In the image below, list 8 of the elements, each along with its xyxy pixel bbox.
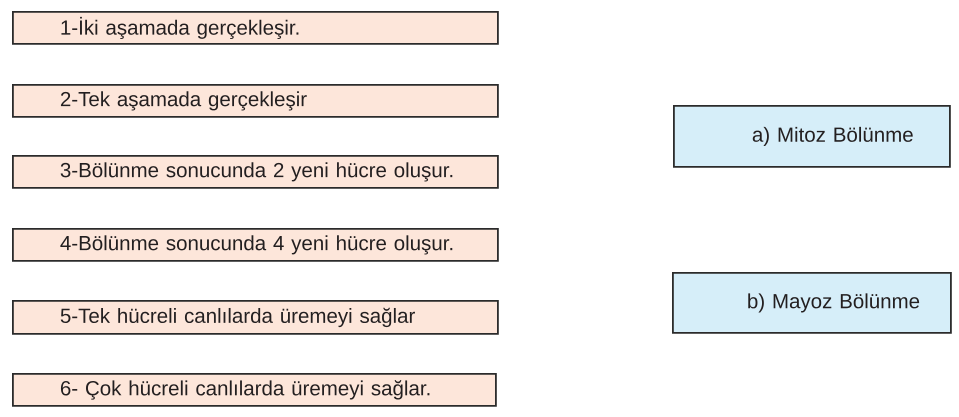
statement-box: 2-Tek aşamada gerçekleşir bbox=[12, 84, 499, 118]
statement-box: 1-İki aşamada gerçekleşir. bbox=[12, 11, 499, 45]
option-box: b) Mayoz Bölünme bbox=[672, 272, 952, 334]
statement-box: 4-Bölünme sonucunda 4 yeni hücre oluşur. bbox=[12, 228, 499, 262]
statement-box: 5-Tek hücreli canlılarda üremeyi sağlar bbox=[12, 300, 499, 335]
statement-box: 6- Çok hücreli canlılarda üremeyi sağlar. bbox=[12, 373, 497, 407]
option-box: a) Mitoz Bölünme bbox=[673, 105, 951, 168]
statement-box: 3-Bölünme sonucunda 2 yeni hücre oluşur. bbox=[12, 155, 499, 189]
